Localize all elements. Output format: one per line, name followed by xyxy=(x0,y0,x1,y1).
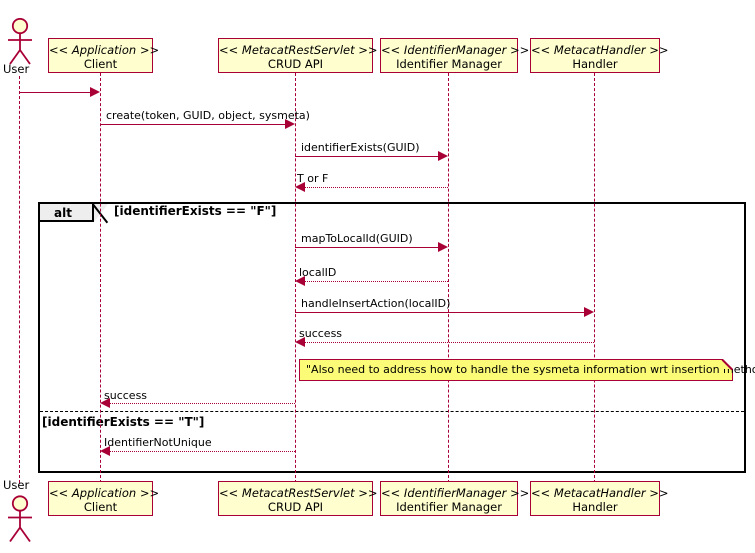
participant-handler-stereotype: << MetacatHandler >> xyxy=(531,43,669,57)
lifeline-user xyxy=(19,76,20,483)
message-1-arrowhead xyxy=(285,119,295,129)
message-6-label: handleInsertAction(localID) xyxy=(301,297,451,310)
message-3-line xyxy=(305,187,448,188)
actor-user-top-label: User xyxy=(3,62,30,76)
message-2-arrowhead xyxy=(438,151,448,161)
alt-fragment-tab xyxy=(40,204,94,222)
participant-handler-name: Handler xyxy=(572,57,618,72)
message-6-arrowhead xyxy=(584,307,594,317)
participant-identifier-manager-bottom[interactable]: << IdentifierManager >> Identifier Manag… xyxy=(380,481,530,516)
participant-crud-api-bottom[interactable]: << MetacatRestServlet >> CRUD API xyxy=(218,481,378,516)
participant-client-name-bottom: Client xyxy=(83,500,118,515)
participant-identifier-manager-top[interactable]: << IdentifierManager >> Identifier Manag… xyxy=(380,38,530,73)
message-3-label: T or F xyxy=(297,172,329,185)
participant-identifier-manager-stereotype: << IdentifierManager >> xyxy=(381,43,530,57)
message-4-label: mapToLocalId(GUID) xyxy=(301,232,413,245)
message-4-arrowhead xyxy=(438,242,448,252)
message-8-arrowhead xyxy=(100,398,110,408)
message-1-line xyxy=(100,124,291,125)
participant-client-stereotype-bottom: << Application >> xyxy=(49,486,160,500)
alt-fragment-keyword: alt xyxy=(54,206,72,220)
participant-crud-api-top[interactable]: << MetacatRestServlet >> CRUD API xyxy=(218,38,378,73)
message-9-label: IdentifierNotUnique xyxy=(104,436,212,449)
participant-crud-api-name: CRUD API xyxy=(267,57,324,72)
participant-client-bottom[interactable]: << Application >> Client xyxy=(48,481,160,516)
actor-user-bottom-label: User xyxy=(3,478,30,492)
alt-fragment-divider xyxy=(40,411,744,412)
message-1-label: create(token, GUID, object, sysmeta) xyxy=(106,109,310,122)
participant-handler-name-bottom: Handler xyxy=(572,500,618,515)
message-4-line xyxy=(295,247,439,248)
lifeline-identifier-manager xyxy=(448,73,449,483)
message-8-line xyxy=(110,403,295,404)
message-7-label: success xyxy=(299,327,343,340)
message-7-line xyxy=(305,342,594,343)
message-5-arrowhead xyxy=(295,276,305,286)
lifeline-handler xyxy=(594,73,595,483)
message-3-arrowhead xyxy=(295,182,305,192)
participant-handler-bottom[interactable]: << MetacatHandler >> Handler xyxy=(530,481,669,516)
alt-fragment xyxy=(38,202,746,473)
actor-user-top xyxy=(8,18,32,65)
participant-identifier-manager-name: Identifier Manager xyxy=(396,57,502,72)
message-5-label: localID xyxy=(299,266,337,279)
message-0-arrowhead xyxy=(90,87,100,97)
message-7-arrowhead xyxy=(295,337,305,347)
participant-client-top[interactable]: << Application >> Client xyxy=(48,38,160,73)
lifeline-client xyxy=(100,73,101,483)
participant-crud-api-name-bottom: CRUD API xyxy=(267,500,324,515)
message-9-arrowhead xyxy=(100,446,110,456)
participant-crud-api-stereotype-bottom: << MetacatRestServlet >> xyxy=(219,486,378,500)
participant-client-stereotype: << Application >> xyxy=(49,43,160,57)
message-2-label: identifierExists(GUID) xyxy=(301,141,420,154)
participant-crud-api-stereotype: << MetacatRestServlet >> xyxy=(219,43,378,57)
message-8-label: success xyxy=(104,389,148,402)
alt-guard-second: [identifierExists == "T"] xyxy=(42,415,205,429)
participant-client-name: Client xyxy=(83,57,118,72)
alt-guard-first: [identifierExists == "F"] xyxy=(114,204,277,218)
participant-identifier-manager-stereotype-bottom: << IdentifierManager >> xyxy=(381,486,530,500)
participant-handler-stereotype-bottom: << MetacatHandler >> xyxy=(531,486,669,500)
message-9-line xyxy=(110,451,295,452)
participant-handler-top[interactable]: << MetacatHandler >> Handler xyxy=(530,38,669,73)
participant-identifier-manager-name-bottom: Identifier Manager xyxy=(396,500,502,515)
actor-user-bottom xyxy=(8,495,32,543)
message-0-line xyxy=(19,92,96,93)
message-6-line xyxy=(295,312,585,313)
message-2-line xyxy=(295,156,439,157)
message-5-line xyxy=(305,281,448,282)
note-sysmeta: "Also need to address how to handle the … xyxy=(299,359,755,381)
